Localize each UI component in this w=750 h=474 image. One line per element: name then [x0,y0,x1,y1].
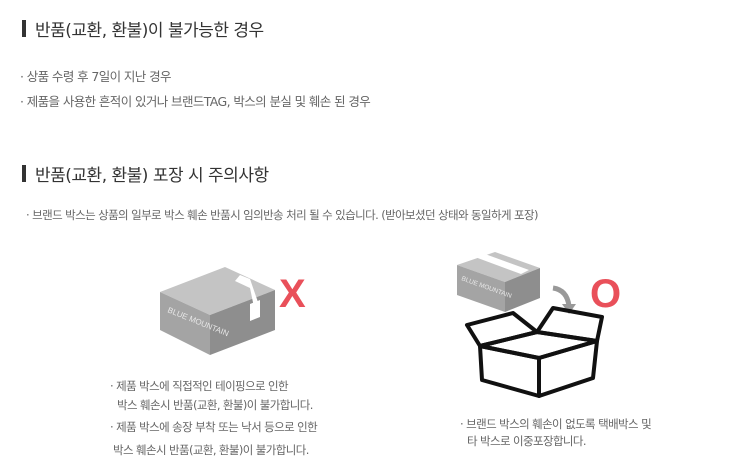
packing-note: · 브랜드 박스는 상품의 일부로 박스 훼손 반품시 임의반송 처리 될 수 … [26,208,538,222]
heading-bar [22,165,26,182]
section-heading-non-returnable: 반품(교환, 환불)이 불가능한 경우 [22,16,264,41]
right-text: · 브랜드 박스의 훼손이 없도록 택배박스 및 [460,417,652,431]
wrong-text: 박스 훼손시 반품(교환, 환불)이 불가합니다. [117,398,313,412]
right-text: 타 박스로 이중포장합니다. [467,434,587,448]
wrong-text: · 제품 박스에 직접적인 테이핑으로 인한 [110,379,289,393]
heading-bar [22,20,26,37]
wrong-text: 박스 훼손시 반품(교환, 환불)이 불가합니다. [113,443,309,457]
heading-text: 반품(교환, 환불)이 불가능한 경우 [35,21,264,41]
arrow-down-icon [552,285,572,307]
o-mark-icon: O [590,272,622,316]
double-packed-box-illustration: BLUE MOUNTAIN [457,252,604,398]
x-mark-icon: X [279,272,306,316]
section-heading-packing: 반품(교환, 환불) 포장 시 주의사항 [22,161,269,186]
list-item: · 제품을 사용한 흔적이 있거나 브랜드TAG, 박스의 분실 및 훼손 된 … [20,94,371,109]
wrong-text: · 제품 박스에 송장 부착 또는 낙서 등으로 인한 [110,420,318,434]
heading-text: 반품(교환, 환불) 포장 시 주의사항 [35,166,269,186]
list-item: · 상품 수령 후 7일이 지난 경우 [20,69,171,84]
taped-box-illustration: BLUE MOUNTAIN [160,267,275,355]
